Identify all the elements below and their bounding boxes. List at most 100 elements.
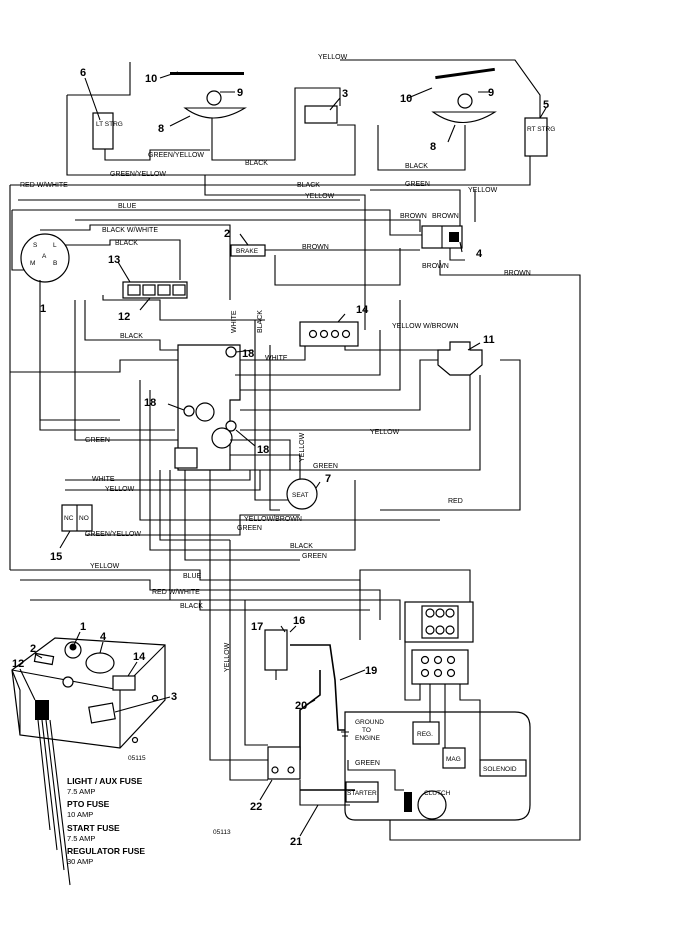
callout-18-c: 18 — [257, 444, 269, 456]
fuse-name: START FUSE — [67, 823, 120, 833]
console-callout-14: 14 — [133, 651, 146, 663]
engine-wiring — [299, 569, 481, 806]
wire-label: BLACK W/WHITE — [102, 227, 158, 234]
ground-terminal-1 — [225, 346, 237, 358]
wire-label: GREEN — [237, 525, 262, 532]
fuse-name: PTO FUSE — [67, 799, 110, 809]
key-switch-s-terminal: S — [33, 242, 38, 249]
solenoid — [479, 759, 527, 777]
engine-plug — [411, 649, 469, 685]
regulator-label: REG. — [417, 731, 433, 738]
wire-label: YELLOW — [224, 642, 231, 672]
inline-fuse-holder — [264, 629, 288, 671]
wire-label: YELLOW — [299, 432, 306, 462]
relay-terminal-block — [449, 232, 459, 242]
left-headlight — [170, 72, 296, 161]
callout-8-right: 8 — [430, 141, 436, 153]
wire-label: RED W/WHITE — [20, 182, 68, 189]
callout-10: 10 — [145, 73, 157, 85]
wire-label: GREEN — [313, 463, 338, 470]
callout-9-right: 9 — [488, 87, 494, 99]
console-callout-2: 2 — [30, 643, 36, 655]
wire-label: BLACK — [120, 333, 143, 340]
wire-label: RED W/WHITE — [152, 589, 200, 596]
key-switch-b-terminal: B — [53, 260, 57, 267]
wire-label: BLACK — [245, 160, 268, 167]
callout-18-b: 18 — [144, 397, 156, 409]
magneto — [442, 747, 466, 769]
wire-label: BLACK — [405, 163, 428, 170]
key-switch-m-terminal: M — [30, 260, 35, 267]
wire-label: BROWN — [504, 270, 531, 277]
center-module — [174, 344, 241, 471]
clutch — [417, 790, 447, 820]
starter-label: STARTER — [347, 790, 377, 797]
wire-label: YELLOW W/BROWN — [392, 323, 459, 330]
wire-label: YELLOW — [105, 486, 135, 493]
console-callout-3: 3 — [171, 691, 177, 703]
fuse-slot-3 — [157, 284, 171, 296]
console-callout-12: 12 — [12, 658, 24, 670]
callout-22: 22 — [250, 801, 262, 813]
rt-strg-label: RT STRG — [527, 126, 555, 133]
wire-label: BROWN — [302, 244, 329, 251]
rt-strg-switch — [524, 117, 548, 157]
lt-strg-switch — [92, 112, 114, 150]
wire-label: YELLOW/BROWN — [244, 516, 302, 523]
fuse-rating: 30 AMP — [67, 857, 93, 866]
console-light-switch — [88, 702, 116, 724]
callout-20: 20 — [295, 700, 307, 712]
nc-label: NC — [64, 515, 74, 522]
engine-plug-pins — [420, 655, 456, 678]
console-choke — [62, 676, 74, 688]
panel-code: 05115 — [128, 755, 146, 762]
callout-16: 16 — [293, 615, 305, 627]
console-pto-switch — [112, 675, 136, 691]
wire-label: BROWN — [400, 213, 427, 220]
lt-strg-label: LT STRG — [96, 121, 123, 128]
key-switch-a-terminal: A — [42, 253, 47, 260]
battery-terminal — [267, 746, 301, 780]
fuse-rating: 10 AMP — [67, 810, 93, 819]
wire-label: WHITE — [92, 476, 115, 483]
callout-19: 19 — [365, 665, 377, 677]
wire-label: WHITE — [231, 310, 238, 333]
wire-label: GREEN/YELLOW — [110, 171, 166, 178]
wire-labels: YELLOW GREEN/YELLOW BLACK BLACK GREEN/YE… — [20, 54, 531, 767]
clutch-connector — [404, 792, 412, 812]
fuse-slot-4 — [172, 284, 186, 296]
fuse-slot-2 — [142, 284, 156, 296]
solenoid-label: SOLENOID — [483, 766, 517, 773]
console-hour-meter — [85, 652, 115, 674]
fuse-rating: 7.5 AMP — [67, 787, 95, 796]
callout-12: 12 — [118, 311, 130, 323]
wire-label: YELLOW — [90, 563, 120, 570]
wire-label: BROWN — [432, 213, 459, 220]
pto-switch — [437, 341, 483, 376]
seat-switch — [286, 478, 318, 510]
right-headlight-bulb — [457, 93, 473, 109]
callout-10-right: 10 — [400, 93, 412, 105]
left-headlight-lens — [170, 72, 244, 75]
fuse-rating: 7.5 AMP — [67, 834, 95, 843]
no-label: NO — [79, 515, 89, 522]
callout-7: 7 — [325, 473, 331, 485]
fuse-slot-1 — [127, 284, 141, 296]
callout-17: 17 — [251, 621, 263, 633]
light-switch — [304, 105, 338, 124]
magneto-label: MAG — [446, 756, 461, 763]
starter — [345, 781, 379, 803]
callout-1: 1 — [40, 303, 46, 315]
ground-terminal-3 — [225, 420, 237, 432]
battery-cable-19 — [290, 644, 345, 731]
right-headlight-lens — [435, 67, 495, 80]
wire-label: GREEN — [405, 181, 430, 188]
console-fuse-block — [35, 700, 49, 720]
dash-console-illustration — [11, 637, 166, 886]
key-switch-l-terminal: L — [53, 242, 57, 249]
callout-2: 2 — [224, 228, 230, 240]
wire-label: YELLOW — [468, 187, 498, 194]
wire-label: YELLOW — [305, 193, 335, 200]
callout-11: 11 — [483, 334, 495, 346]
fuse-legend: LIGHT / AUX FUSE 7.5 AMP PTO FUSE 10 AMP… — [67, 776, 145, 866]
